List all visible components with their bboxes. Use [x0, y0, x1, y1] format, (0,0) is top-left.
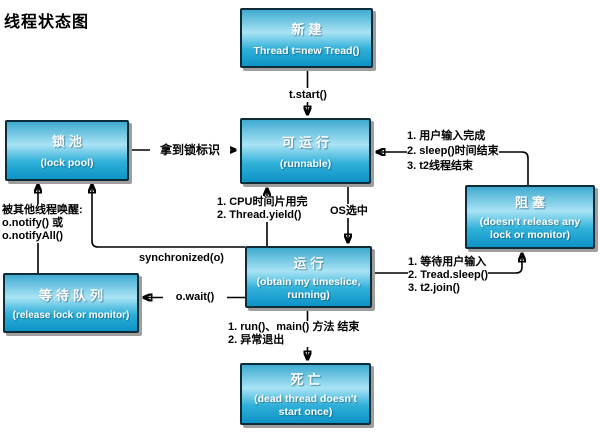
edge-label-cpu-yield: 1. CPU时间片用完 2. Thread.yield() — [217, 196, 308, 222]
node-blocked-desc: (doesn't release any lock or monitor) — [479, 216, 581, 241]
node-wait-queue: 等待队列 (release lock or monitor) — [3, 273, 139, 333]
edge-label-unblock-line1: 1. 用户输入完成 — [407, 130, 486, 142]
edge-label-block-line1: 1. 等待用户输入 — [408, 256, 487, 268]
node-new: 新建 Thread t=new Tread() — [240, 8, 373, 68]
edge-label-die-line2: 2. 异常退出 — [228, 334, 285, 346]
edge-label-wake: 被其他线程唤醒: o.notify() 或 o.notifyAll() — [2, 204, 83, 243]
edge-label-os-select: OS选中 — [330, 204, 368, 218]
edge-label-acquire-lock: 拿到锁标识 — [150, 143, 230, 157]
edge-label-unblock-line3: 3. t2线程结束 — [407, 160, 474, 172]
node-dead-desc: (dead thread doesn't start once) — [254, 393, 357, 418]
node-runnable: 可运行 (runnable) — [240, 118, 371, 184]
node-runnable-title: 可运行 — [281, 134, 333, 150]
edge-label-unblock: 1. 用户输入完成 2. sleep()时间结束 3. t2线程结束 — [407, 129, 499, 174]
edge-label-wake-line2: o.notify() 或 — [2, 217, 64, 229]
node-lock-pool-title: 锁池 — [51, 134, 86, 149]
edge-label-block-line3: 3. t2.join() — [408, 282, 460, 294]
edge-label-synchronized: synchronized(o) — [139, 251, 224, 265]
node-running-title: 运行 — [293, 255, 328, 271]
node-new-desc: Thread t=new Tread() — [253, 44, 360, 57]
edge-label-die: 1. run()、main() 方法 结束 2. 异常退出 — [228, 321, 360, 347]
node-lock-pool-desc: (lock pool) — [40, 157, 94, 169]
edge-label-block-line2: 2. Tread.sleep() — [408, 269, 489, 281]
edge-label-cpu-yield-line1: 1. CPU时间片用完 — [217, 196, 308, 208]
page-title: 线程状态图 — [4, 14, 90, 31]
node-dead: 死亡 (dead thread doesn't start once) — [240, 363, 371, 425]
node-lock-pool: 锁池 (lock pool) — [5, 120, 129, 181]
node-dead-title: 死亡 — [290, 372, 325, 387]
edge-label-o-wait: o.wait() — [163, 290, 227, 304]
edge-label-cpu-yield-line2: 2. Thread.yield() — [217, 209, 302, 221]
edge-label-wake-line3: o.notifyAll() — [2, 230, 64, 242]
node-wait-queue-title: 等待队列 — [38, 287, 107, 303]
node-new-title: 新建 — [291, 21, 326, 37]
node-runnable-desc: (runnable) — [279, 157, 332, 170]
node-running: 运行 (obtain my timeslice, running) — [245, 246, 372, 308]
node-running-desc: (obtain my timeslice, running) — [256, 275, 361, 301]
node-blocked: 阻塞 (doesn't release any lock or monitor) — [465, 185, 595, 249]
edge-label-block: 1. 等待用户输入 2. Tread.sleep() 3. t2.join() — [408, 256, 489, 295]
edge-label-wake-line1: 被其他线程唤醒: — [2, 204, 83, 216]
edge-synchronized-arrow — [92, 185, 245, 248]
edge-label-die-line1: 1. run()、main() 方法 结束 — [228, 321, 360, 333]
node-blocked-title: 阻塞 — [514, 195, 549, 210]
edge-block-arrow — [372, 254, 522, 274]
edge-label-unblock-line2: 2. sleep()时间结束 — [407, 145, 499, 157]
edge-unblock-arrow — [377, 152, 529, 185]
node-wait-queue-desc: (release lock or monitor) — [12, 309, 130, 321]
edge-label-t-start: t.start() — [271, 88, 345, 102]
